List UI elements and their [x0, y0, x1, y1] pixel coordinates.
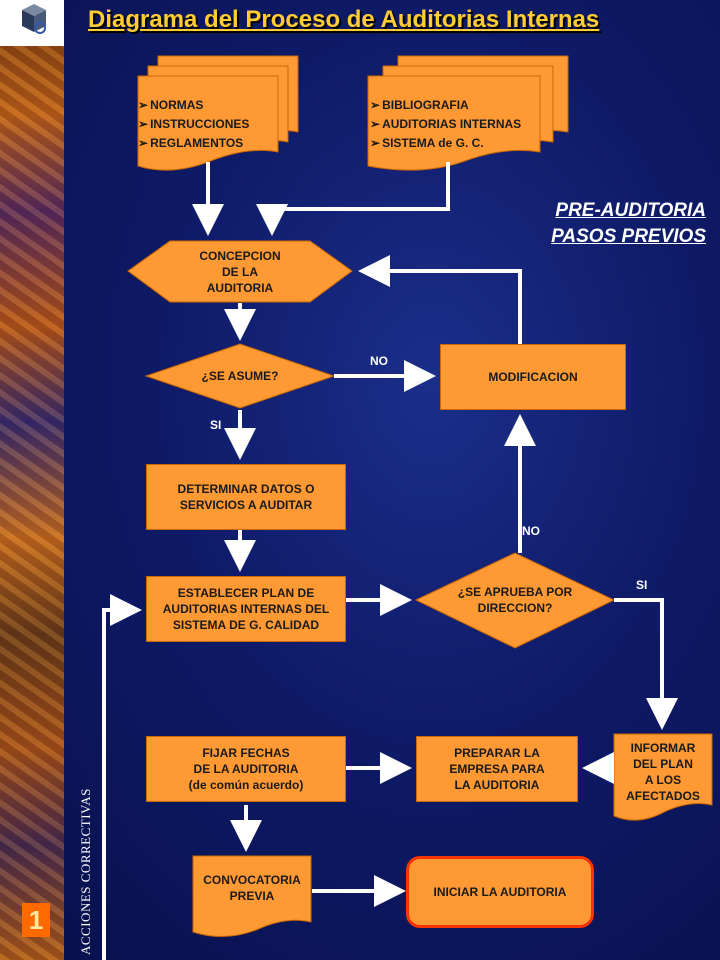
convocatoria-label: CONVOCATORIA PREVIA [203, 873, 301, 903]
doc-left-list: NORMAS INSTRUCCIONES REGLAMENTOS [138, 96, 249, 153]
doc-right-item: SISTEMA de G. C. [370, 134, 521, 153]
acciones-correctivas-label: ACCIONES CORRECTIVAS [78, 788, 93, 955]
determinar-box: DETERMINAR DATOS O SERVICIOS A AUDITAR [146, 464, 346, 530]
establecer-box: ESTABLECER PLAN DE AUDITORIAS INTERNAS D… [146, 576, 346, 642]
informar-label: INFORMAR DEL PLAN A LOS AFECTADOS [626, 741, 700, 803]
branch-label-si: SI [210, 418, 222, 432]
informar-document [613, 733, 713, 821]
branch-label-si: SI [636, 578, 648, 592]
concepcion-label: CONCEPCION DE LA AUDITORIA [199, 249, 281, 295]
iniciar-auditoria-box: INICIAR LA AUDITORIA [406, 856, 594, 928]
doc-right-item: AUDITORIAS INTERNAS [370, 115, 521, 134]
decorative-side-strip [0, 0, 64, 960]
page-title: Diagrama del Proceso de Auditorias Inter… [88, 6, 600, 33]
branch-label-no: NO [522, 524, 540, 538]
doc-right-list: BIBLIOGRAFIA AUDITORIAS INTERNAS SISTEMA… [370, 96, 521, 153]
concepcion-hexagon [127, 240, 353, 303]
doc-left-item: REGLAMENTOS [138, 134, 249, 153]
page-number: 1 [22, 903, 50, 937]
branch-label-no: NO [370, 354, 388, 368]
logo [0, 0, 64, 46]
aprueba-label: ¿SE APRUEBA POR DIRECCION? [457, 585, 573, 615]
doc-left-item: NORMAS [138, 96, 249, 115]
doc-left-item: INSTRUCCIONES [138, 115, 249, 134]
arrows [102, 162, 678, 960]
convocatoria-document [192, 855, 312, 938]
doc-right-item: BIBLIOGRAFIA [370, 96, 521, 115]
se-asume-label: ¿SE ASUME? [201, 369, 279, 383]
preparar-box: PREPARAR LA EMPRESA PARA LA AUDITORIA [416, 736, 578, 802]
section-title-line1: PRE-AUDITORIA [555, 200, 706, 221]
section-title-line2: PASOS PREVIOS [551, 226, 706, 247]
section-title: PRE-AUDITORIA PASOS PREVIOS [551, 198, 706, 250]
modificacion-box: MODIFICACION [440, 344, 626, 410]
cube-logo-icon [22, 4, 46, 34]
fijar-box: FIJAR FECHAS DE LA AUDITORIA (de común a… [146, 736, 346, 802]
